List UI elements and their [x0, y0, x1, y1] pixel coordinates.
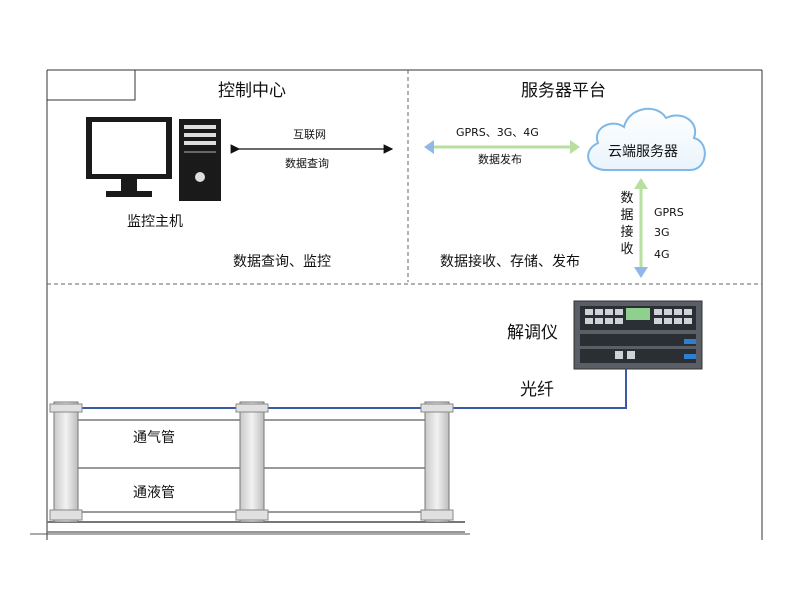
- receive-char-1: 数: [620, 191, 634, 206]
- pipe-rack: [30, 401, 470, 535]
- monitor-icon: [86, 117, 172, 197]
- fiber-label: 光纤: [520, 380, 554, 400]
- query-monitor-label: 数据查询、监控: [233, 254, 331, 270]
- gprs-label: GPRS、3G、4G: [456, 126, 539, 139]
- monitor-host-label: 监控主机: [127, 214, 183, 230]
- receive-char-3: 接: [620, 225, 634, 240]
- network-gprs: GPRS: [654, 206, 684, 219]
- demodulator-device: [573, 300, 703, 370]
- internet-label: 互联网: [293, 128, 326, 141]
- demodulator-label: 解调仪: [507, 323, 558, 343]
- computer-tower-icon: [179, 119, 221, 201]
- cloud-icon: [587, 107, 706, 171]
- receive-char-2: 据: [620, 208, 634, 223]
- cloud-server-label: 云端服务器: [608, 144, 678, 160]
- liquid-pipe-label: 通液管: [133, 485, 175, 501]
- data-publish-label: 数据发布: [478, 153, 522, 166]
- receive-arrow: [634, 178, 648, 278]
- section-dividers: [47, 70, 762, 285]
- wireless-arrow: [424, 140, 580, 154]
- network-4g: 4G: [654, 248, 670, 261]
- server-platform-title: 服务器平台: [521, 81, 606, 101]
- vent-pipe-label: 通气管: [133, 430, 175, 446]
- outer-frame: [46, 69, 763, 540]
- receive-char-4: 收: [620, 242, 634, 257]
- data-query-label: 数据查询: [285, 157, 329, 170]
- control-center-title: 控制中心: [218, 81, 286, 101]
- receive-store-publish-label: 数据接收、存储、发布: [440, 254, 580, 270]
- network-3g: 3G: [654, 226, 670, 239]
